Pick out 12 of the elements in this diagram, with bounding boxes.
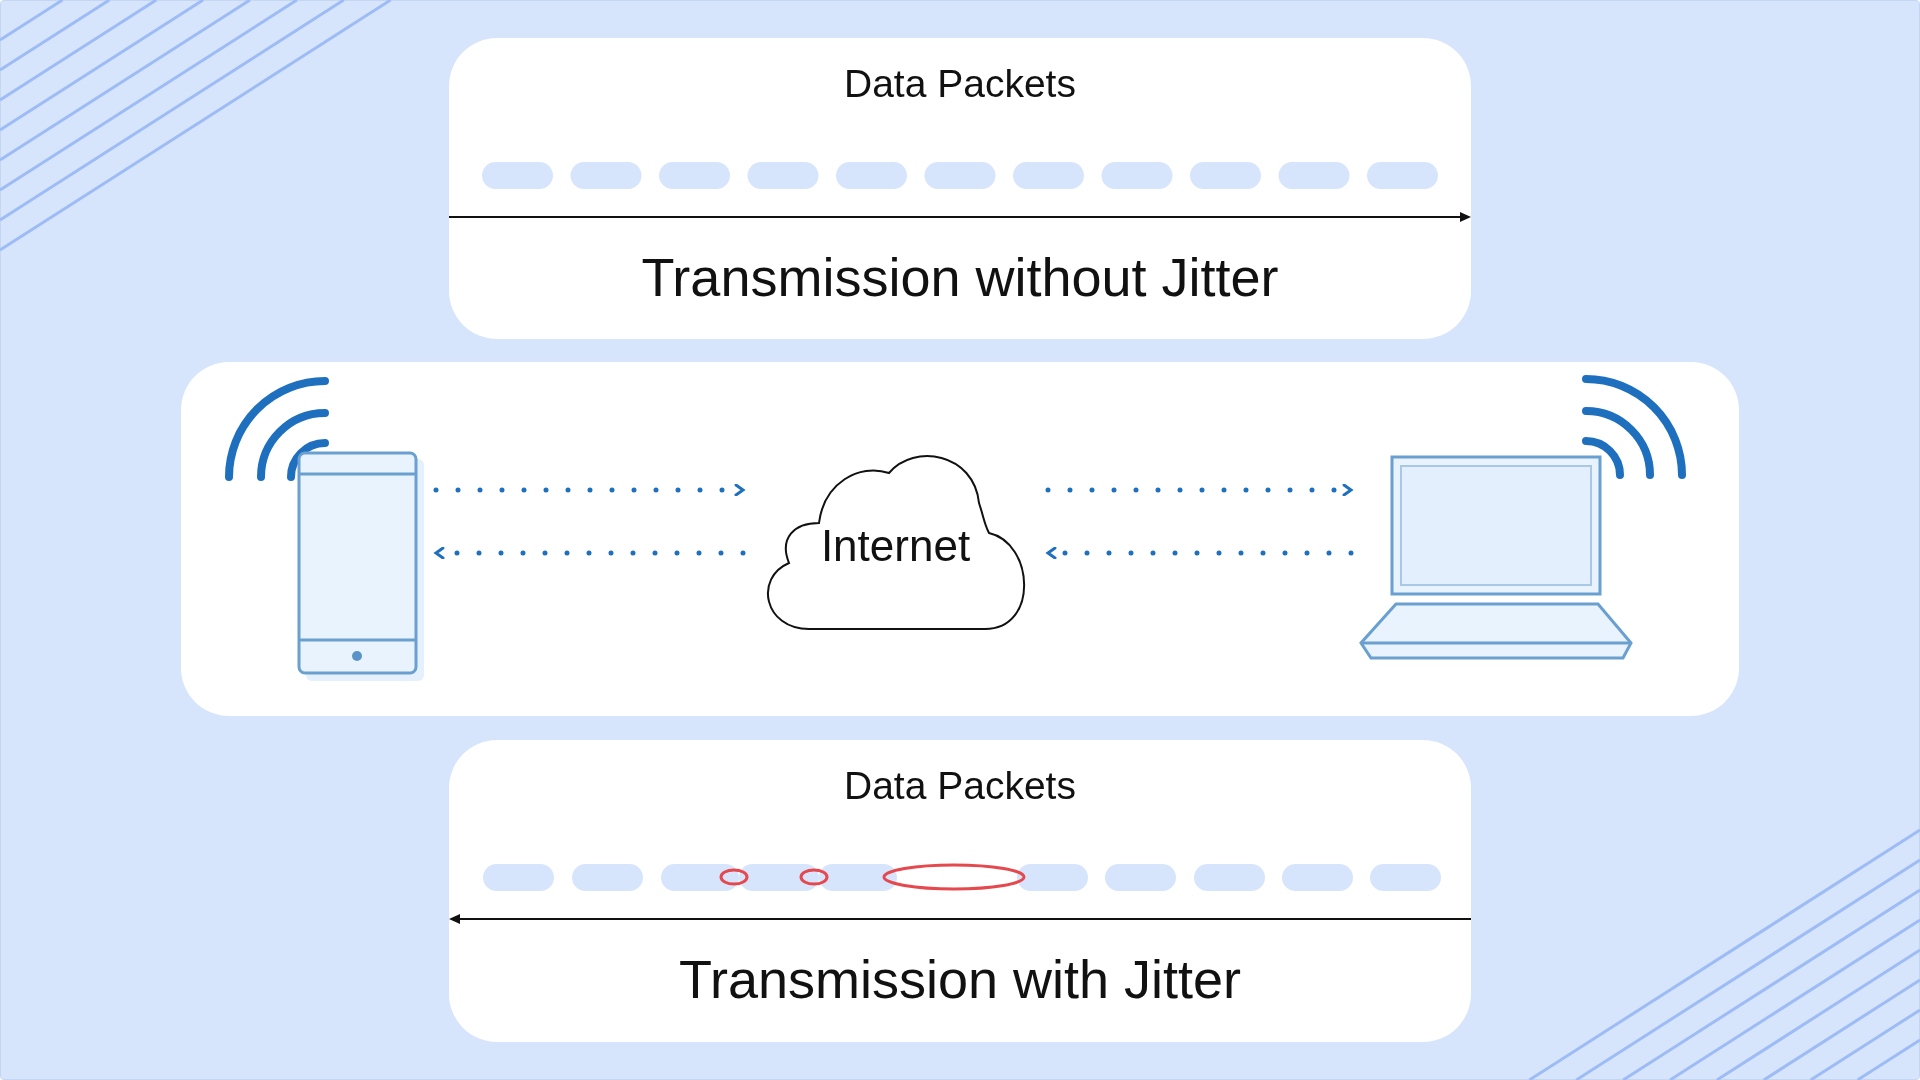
dotted-arrow	[433, 483, 746, 497]
panel-heading: Data Packets	[843, 62, 1077, 106]
panel	[449, 740, 1471, 1042]
dotted-arrow	[1045, 483, 1354, 497]
panel	[449, 38, 1471, 339]
dotted-arrow	[1045, 546, 1354, 560]
panel-caption: Transmission with Jitter	[677, 948, 1243, 1010]
cloud-label: Internet	[819, 521, 972, 571]
panel-heading: Data Packets	[843, 764, 1077, 808]
panel-caption: Transmission without Jitter	[640, 246, 1280, 308]
dotted-arrow	[433, 546, 746, 560]
panel	[181, 362, 1739, 716]
